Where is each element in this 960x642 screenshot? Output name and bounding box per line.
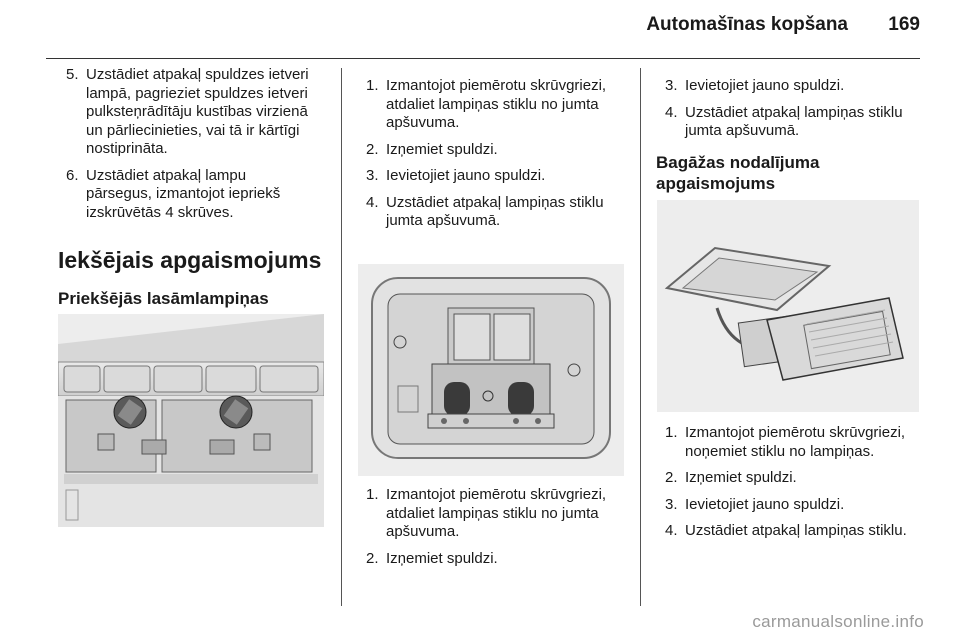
step-text-line: Izņemiet spuldzi. (386, 140, 498, 158)
column-divider-2 (640, 68, 641, 606)
rear-reading-lamp-figure (358, 264, 624, 476)
list-item: 2. Izņemiet spuldzi. (366, 141, 636, 160)
subheading-trunk-line-2: apgaismojums (656, 174, 776, 193)
list-item: 2. Izņemiet spuldzi. (665, 469, 945, 488)
step-number: 4. (366, 193, 379, 211)
step-text-line: Ievietojiet jauno spuldzi. (685, 77, 845, 94)
step-number: 2. (366, 140, 379, 158)
trunk-light-figure (657, 200, 919, 412)
step-text-line: izskrūvētās 4 skrūves. (86, 203, 234, 221)
subheading-trunk-line-1: Bagāžas nodalījuma (656, 153, 820, 172)
section-heading: Iekšējais apgaismojums (58, 247, 322, 273)
step-list-col3-bottom: 1. Izmantojot piemērotu skrūvgriezi,noņem… (665, 424, 945, 541)
column-2-bottom: 1. Izmantojot piemērotu skrūvgriezi,atdal… (366, 486, 636, 576)
subheading-trunk-light: Bagāžas nodalījuma apgaismojums (656, 152, 819, 194)
list-item: 1. Izmantojot piemērotu skrūvgriezi,atdal… (366, 486, 636, 542)
step-number: 4. (665, 103, 678, 121)
step-number: 3. (665, 77, 678, 94)
step-number: 2. (366, 549, 379, 567)
step-text-line: Uzstādiet atpakaļ lampiņas stiklu (386, 193, 604, 211)
step-list-col2-bottom: 1. Izmantojot piemērotu skrūvgriezi,atdal… (366, 486, 636, 568)
step-number: 1. (366, 77, 379, 94)
step-text-line: jumta apšuvumā. (685, 122, 800, 139)
step-text-line: Uzstādiet atpakaļ lampiņas stiklu. (685, 522, 907, 539)
step-list-col3-top: 3. Ievietojiet jauno spuldzi. 4. Uzstādiet … (665, 77, 935, 141)
step-number: 6. (66, 166, 79, 184)
list-item: 3. Ievietojiet jauno spuldzi. (366, 167, 636, 186)
list-item: 1. Izmantojot piemērotu skrūvgriezi,atdal… (366, 77, 636, 133)
step-text-line: un pārliecinieties, vai tā ir kārtīgi (86, 121, 300, 139)
step-text-line: lampā, pagrieziet spuldzes ietveri (86, 84, 308, 102)
step-text-line: atdaliet lampiņas stiklu no jumta (386, 504, 599, 522)
list-item: 4. Uzstādiet atpakaļ lampiņas stiklu. (665, 522, 945, 541)
step-text-line: Ievietojiet jauno spuldzi. (685, 495, 845, 513)
list-item: 1. Izmantojot piemērotu skrūvgriezi,noņem… (665, 424, 945, 461)
step-number: 3. (665, 495, 678, 513)
step-number: 1. (665, 424, 678, 441)
step-text-line: apšuvuma. (386, 114, 460, 131)
step-text-line: Ievietojiet jauno spuldzi. (386, 167, 546, 184)
column-3-top: 3. Ievietojiet jauno spuldzi. 4. Uzstādiet … (665, 77, 935, 149)
step-text-line: Izmantojot piemērotu skrūvgriezi, (685, 424, 906, 441)
step-text-line: atdaliet lampiņas stiklu no jumta (386, 95, 599, 113)
step-number: 1. (366, 486, 379, 503)
column-3-bottom: 1. Izmantojot piemērotu skrūvgriezi,noņem… (665, 424, 945, 549)
step-number: 5. (66, 66, 79, 83)
watermark: carmanualsonline.info (752, 612, 924, 631)
step-text-line: Uzstādiet atpakaļ spuldzes ietveri (86, 66, 309, 83)
page-number: 169 (888, 14, 920, 35)
column-divider-1 (341, 68, 342, 606)
step-text-line: Izmantojot piemērotu skrūvgriezi, (386, 77, 607, 94)
step-number: 3. (366, 167, 379, 184)
step-text-line: jumta apšuvumā. (386, 212, 501, 229)
step-number: 2. (665, 469, 678, 486)
step-text-line: nostiprināta. (86, 140, 168, 157)
header-divider (46, 58, 920, 59)
step-text-line: Izņemiet spuldzi. (386, 549, 498, 567)
list-item: 3. Ievietojiet jauno spuldzi. (665, 496, 945, 515)
step-text-line: pulksteņrādītāju kustības virzienā (86, 103, 308, 120)
page-title: Automašīnas kopšana (646, 14, 848, 35)
list-item: 3. Ievietojiet jauno spuldzi. (665, 77, 935, 96)
step-list-col2-top: 1. Izmantojot piemērotu skrūvgriezi,atdal… (366, 77, 636, 231)
column-2-top: 1. Izmantojot piemērotu skrūvgriezi,atdal… (366, 77, 636, 239)
step-text-line: noņemiet stiklu no lampiņas. (685, 442, 875, 460)
step-number: 4. (665, 522, 678, 539)
step-text-line: Uzstādiet atpakaļ lampiņas stiklu (685, 103, 903, 121)
step-text-line: Uzstādiet atpakaļ lampu (86, 166, 247, 184)
subheading-front-lamps: Priekšējās lasāmlampiņas (58, 289, 269, 308)
step-text-line: Izņemiet spuldzi. (685, 469, 797, 486)
front-reading-lamp-figure (58, 314, 324, 527)
step-text-line: apšuvuma. (386, 523, 460, 540)
step-text-line: pārsegus, izmantojot iepriekš (86, 185, 281, 202)
list-item: 2. Izņemiet spuldzi. (366, 550, 636, 569)
step-text-line: Izmantojot piemērotu skrūvgriezi, (386, 486, 607, 503)
